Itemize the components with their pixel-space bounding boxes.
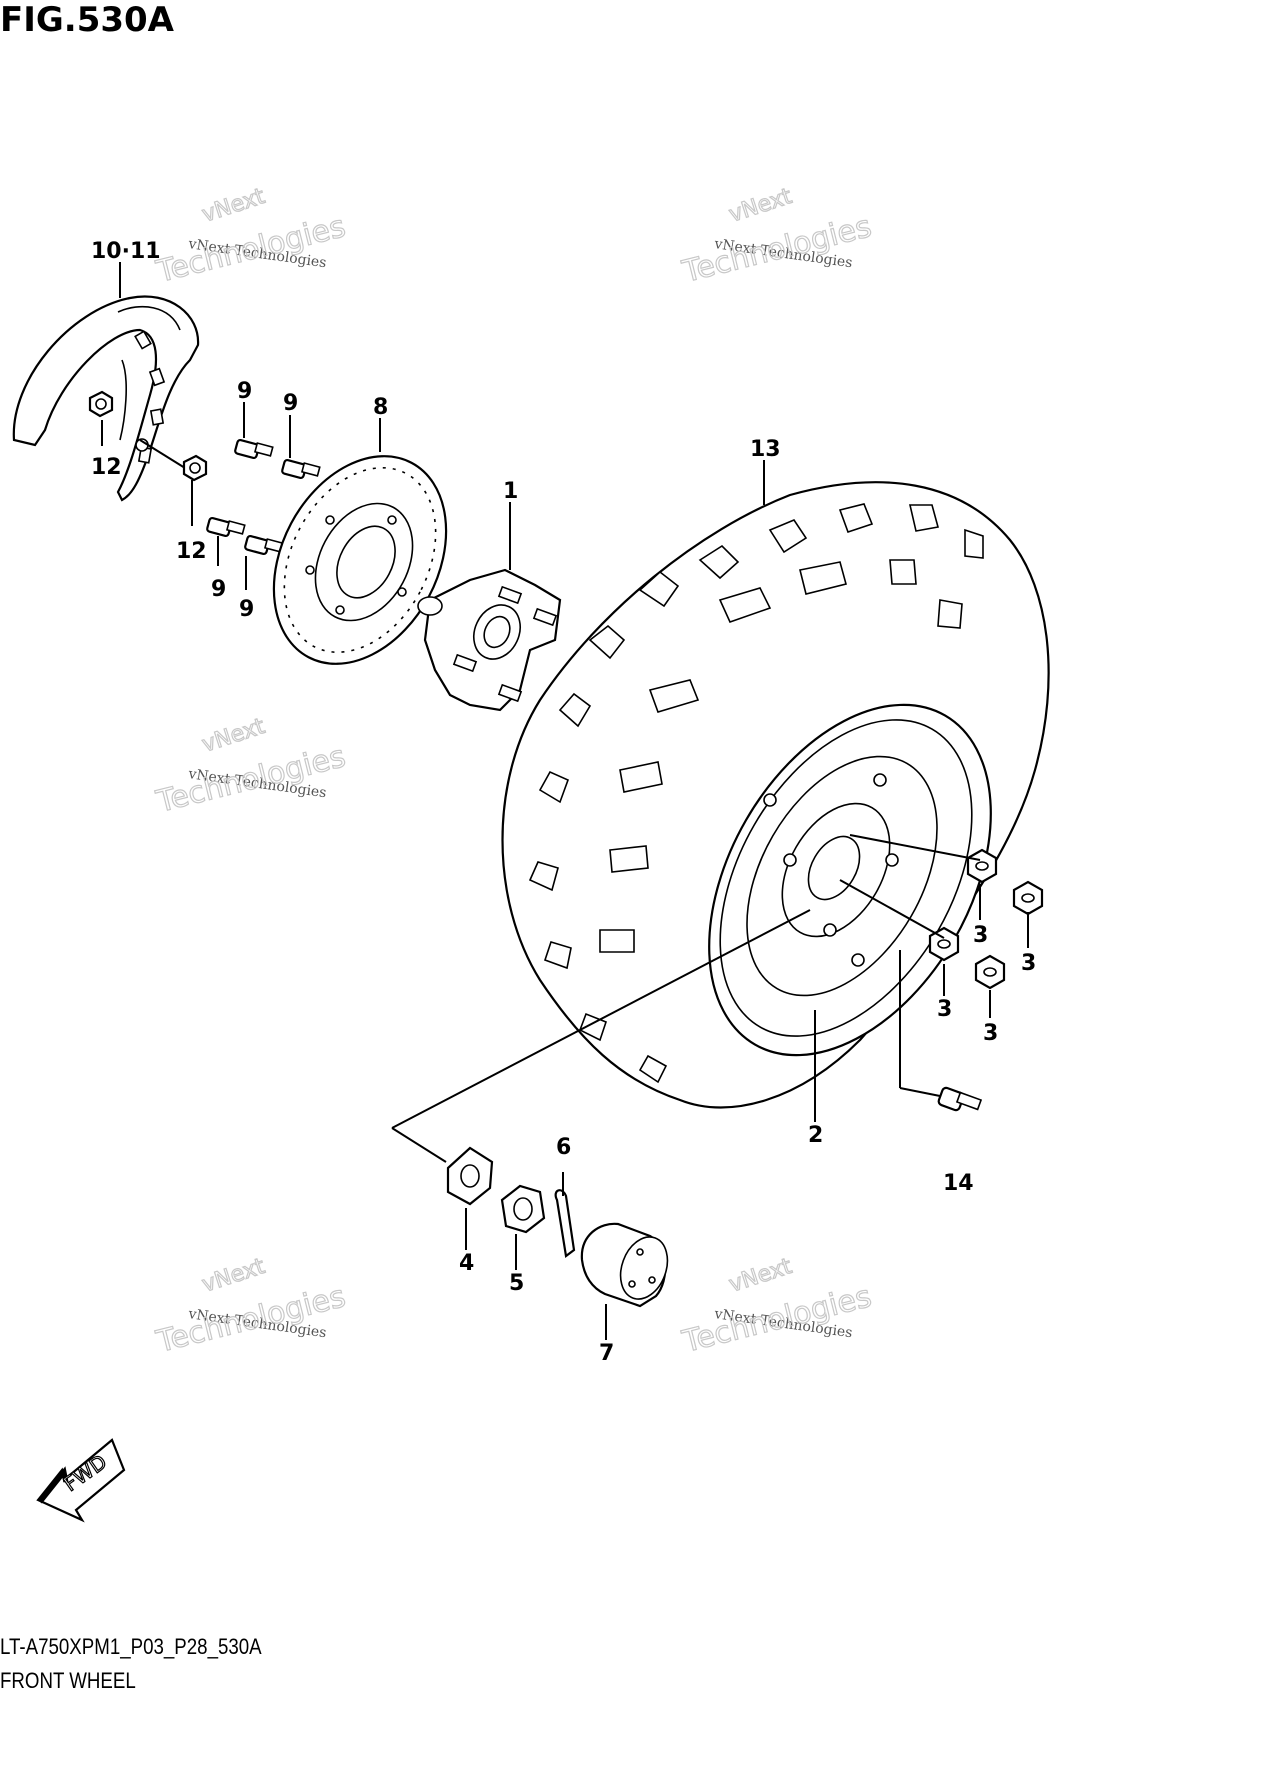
callout-3-b: 3: [1021, 951, 1036, 976]
callout-13: 13: [750, 437, 781, 462]
drawing-name: FRONT WHEEL: [0, 1668, 136, 1693]
svg-text:vNext: vNext: [199, 184, 268, 228]
wheel-nut-4: [974, 954, 1006, 990]
axle-washer-part: [446, 1146, 494, 1206]
castle-nut-part: [500, 1184, 546, 1234]
callout-9-bottom-right: 9: [239, 597, 254, 622]
callout-14: 14: [943, 1171, 974, 1196]
svg-text:Technologies: Technologies: [152, 739, 348, 820]
wheel-nut-3: [928, 926, 960, 962]
fwd-arrow-icon: FWD: [36, 1438, 126, 1523]
watermark-top-left: vNext vNext Technologies Technologies: [152, 183, 350, 290]
callout-12-upper: 12: [91, 455, 122, 480]
watermark-top-right: vNext vNext Technologies Technologies: [678, 183, 876, 290]
callout-12-lower: 12: [176, 539, 207, 564]
watermark-bottom-left: vNext vNext Technologies Technologies: [152, 1253, 350, 1360]
callout-1: 1: [503, 479, 518, 504]
wheel-hub-part: [417, 568, 562, 712]
callout-9-bottom-left: 9: [211, 577, 226, 602]
wheel-rim-part: [708, 703, 992, 1057]
callout-5: 5: [509, 1271, 524, 1296]
svg-text:vNext: vNext: [726, 184, 795, 228]
callout-2: 2: [808, 1123, 823, 1148]
svg-text:Technologies: Technologies: [152, 209, 348, 290]
callout-3-c: 3: [937, 997, 952, 1022]
callout-4: 4: [459, 1251, 474, 1276]
callout-8: 8: [373, 395, 388, 420]
tire-valve-part: [937, 1086, 983, 1112]
disc-cover-bolt-lower: [139, 439, 208, 482]
disc-bolt-2: [281, 458, 321, 480]
watermark-mid-left: vNext vNext Technologies Technologies: [152, 713, 350, 820]
callout-3-a: 3: [973, 923, 988, 948]
svg-text:Technologies: Technologies: [678, 209, 874, 290]
brake-disc-part: [272, 455, 448, 665]
svg-text:Technologies: Technologies: [152, 1279, 348, 1360]
watermark-bottom-right: vNext vNext Technologies Technologies: [678, 1253, 876, 1360]
disc-cover-bolt-upper: [88, 390, 114, 418]
callout-9-top-right: 9: [283, 391, 298, 416]
disc-cover-part: [12, 295, 200, 502]
svg-text:vNext: vNext: [199, 1254, 268, 1298]
callout-6: 6: [556, 1135, 571, 1160]
wheel-nut-2: [1012, 880, 1044, 916]
svg-text:vNext: vNext: [726, 1254, 795, 1298]
leader-lines: [101, 262, 1029, 1340]
disc-bolt-3: [206, 516, 246, 538]
hub-cap-part: [580, 1222, 669, 1308]
callout-9-top-left: 9: [237, 379, 252, 404]
drawing-code: LT-A750XPM1_P03_P28_530A: [0, 1634, 262, 1659]
callout-3-d: 3: [983, 1021, 998, 1046]
svg-text:Technologies: Technologies: [678, 1279, 874, 1360]
callout-7: 7: [599, 1341, 614, 1366]
wheel-nut-1: [966, 848, 998, 884]
cotter-pin-part: [554, 1189, 576, 1258]
disc-bolt-1: [234, 438, 274, 460]
disc-bolt-4: [244, 534, 284, 556]
figure-title: FIG.530A: [0, 0, 174, 40]
callout-10-11: 10·11: [91, 239, 161, 264]
svg-text:vNext: vNext: [199, 714, 268, 758]
